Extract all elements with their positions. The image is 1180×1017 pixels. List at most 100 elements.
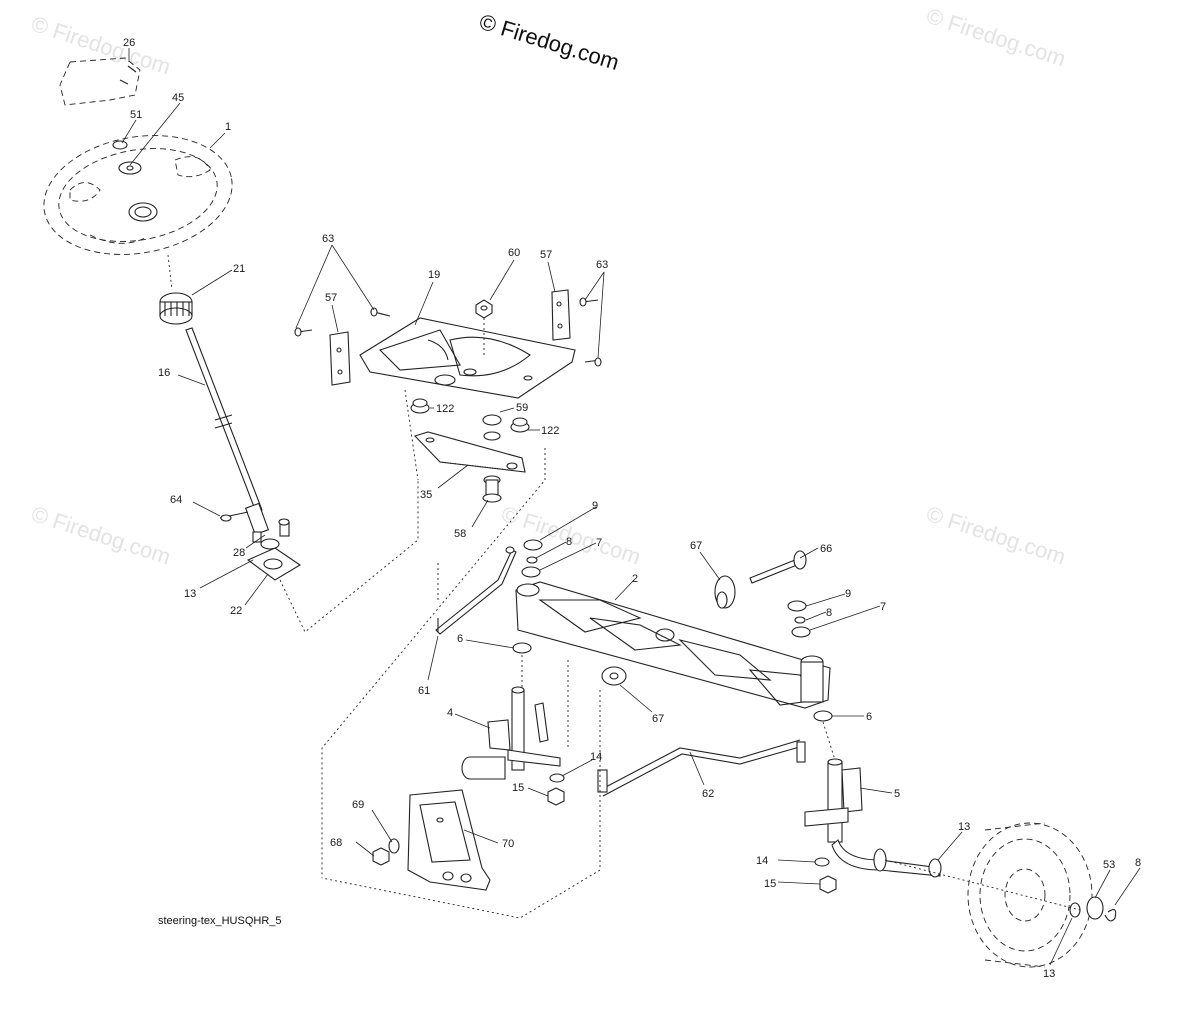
leader-53 [1094, 869, 1111, 899]
washer-part-14-right [814, 857, 830, 867]
washer-part-13-inner [928, 858, 942, 878]
callout-62: 62 [702, 788, 714, 800]
nut-part-15-right [819, 875, 837, 894]
leader-51 [121, 119, 137, 144]
bushing-part-122-left [410, 398, 430, 414]
callout-19: 19 [428, 269, 440, 281]
leader-13a [199, 559, 254, 589]
callout-6b: 6 [866, 711, 872, 723]
leader-14b [777, 859, 816, 863]
leader-5 [859, 787, 893, 794]
leader-14a [561, 759, 593, 777]
washers-part-7 [521, 566, 811, 638]
watermark-main: © Firedog.com [477, 9, 623, 75]
assembly-line-plate-left [404, 389, 419, 481]
leader-35 [437, 464, 469, 489]
assembly-line-wheel-axis [884, 859, 1081, 911]
callout-63b: 63 [596, 259, 608, 271]
leader-57b [547, 261, 556, 293]
watermark-mid-left: © Firedog.com [28, 501, 173, 569]
callout-9a: 9 [592, 500, 598, 512]
callout-22: 22 [230, 605, 242, 617]
leader-6a [465, 639, 515, 649]
washer-part-45 [118, 161, 142, 175]
callout-2: 2 [632, 573, 638, 585]
callout-122a: 122 [436, 403, 454, 415]
clip-part-8-wheel [1104, 909, 1117, 922]
callout-13a: 13 [184, 588, 196, 600]
spindle-part-5 [804, 758, 941, 877]
leader-19 [414, 281, 434, 326]
leader-9b [805, 593, 846, 607]
steering-shaft-part-16 [185, 327, 270, 536]
nut-part-15-left [547, 787, 565, 806]
bracket-part-57-left [329, 331, 351, 386]
leader-62 [689, 751, 705, 786]
washer-part-13-outer [1069, 902, 1081, 918]
leader-21 [191, 269, 233, 296]
callout-6a: 6 [457, 633, 463, 645]
callout-15a: 15 [512, 782, 524, 794]
leader-8a [535, 541, 567, 559]
shoulder-bolt-part-58 [482, 475, 502, 503]
nut-part-68 [372, 847, 390, 866]
assembly-line-sector-right [321, 448, 546, 878]
leader-60 [489, 259, 515, 301]
callout-45: 45 [172, 92, 184, 104]
watermark-top-left: © Firedog.com [28, 11, 173, 79]
callout-16: 16 [158, 367, 170, 379]
callout-1: 1 [225, 121, 231, 133]
caps-part-9 [523, 539, 807, 612]
leader-2 [614, 579, 635, 601]
callout-4: 4 [447, 707, 453, 719]
bolt-part-28 [252, 518, 290, 543]
leader-9a [539, 506, 597, 541]
leader-67a [699, 551, 721, 581]
washer-part-69 [388, 838, 400, 854]
clips-part-8 [526, 556, 806, 624]
leader-63b-2 [597, 271, 605, 359]
leader-63b-1 [584, 271, 605, 301]
callout-13c: 13 [1043, 968, 1055, 980]
leader-67b [619, 684, 653, 713]
leader-16 [177, 374, 206, 386]
callout-7a: 7 [596, 537, 602, 549]
callout-57a: 57 [325, 292, 337, 304]
callout-51: 51 [130, 109, 142, 121]
steering-cap-part-26 [59, 57, 141, 106]
leader-7a [539, 542, 597, 571]
nut-part-51 [112, 140, 128, 150]
callout-5: 5 [894, 788, 900, 800]
leader-63a-2 [331, 244, 375, 311]
assembly-line-22-to-35 [279, 480, 419, 633]
callout-26: 26 [123, 37, 135, 49]
callout-8b: 8 [826, 607, 832, 619]
mounting-plate-part-19 [359, 317, 576, 399]
callout-8c: 8 [1135, 857, 1141, 869]
callout-66: 66 [820, 543, 832, 555]
leader-8b [805, 611, 827, 621]
pivot-bolt-part-66 [749, 550, 807, 584]
assembly-line-spindle-right [822, 721, 836, 761]
leader-63a-1 [295, 244, 333, 329]
washer-part-53 [1086, 896, 1104, 920]
callout-70: 70 [502, 838, 514, 850]
steering-wheel-part-1 [43, 135, 233, 255]
callout-67b: 67 [652, 713, 664, 725]
bushing-part-122-right [510, 417, 530, 433]
callout-9b: 9 [845, 588, 851, 600]
watermark-mid-right: © Firedog.com [923, 501, 1068, 569]
leader-58 [471, 499, 489, 528]
leader-70 [463, 829, 499, 844]
callout-28: 28 [233, 547, 245, 559]
leader-57a [331, 304, 339, 333]
leader-22 [244, 573, 269, 606]
leader-59 [499, 407, 515, 413]
bracket-part-57-right [551, 289, 571, 341]
callout-14b: 14 [756, 855, 768, 867]
nut-part-60 [475, 299, 493, 319]
axle-part-2 [515, 581, 831, 709]
callout-59: 59 [516, 402, 528, 414]
